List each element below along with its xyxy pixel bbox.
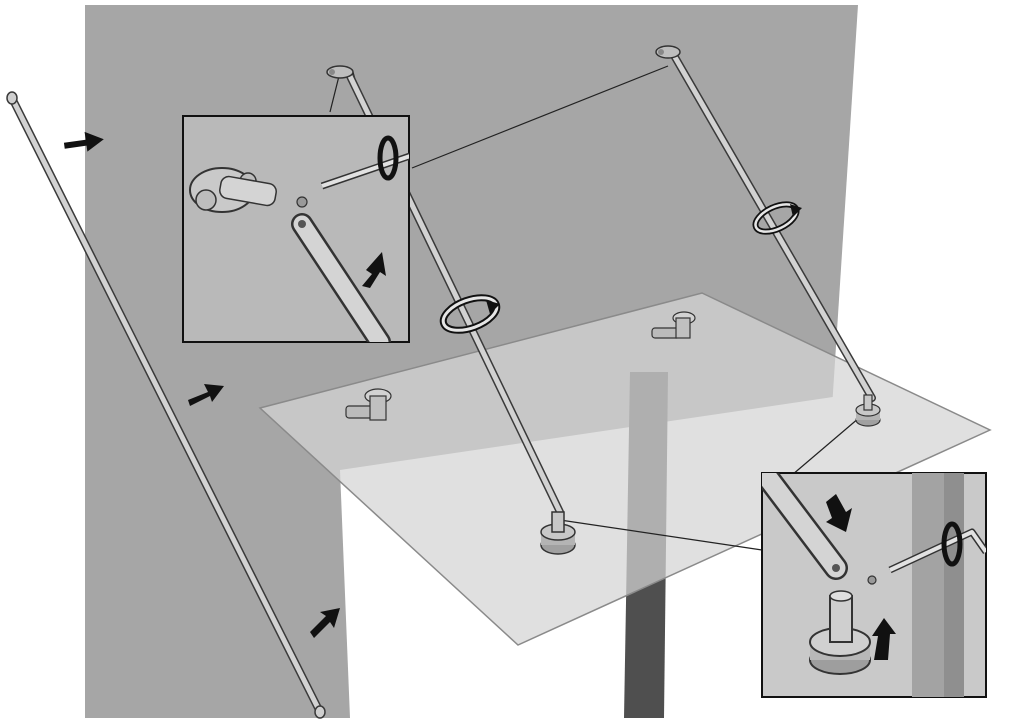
rod-end-top — [6, 91, 18, 105]
rod-end-bottom — [314, 705, 326, 719]
glass-canopy — [258, 292, 992, 646]
glass-clamp-icon — [809, 590, 871, 675]
direction-arrow-icon — [362, 252, 386, 288]
wall-fitting-lower-left — [345, 388, 392, 421]
glass-clamp-center — [540, 511, 576, 555]
wall-bracket-right — [655, 45, 681, 59]
hex-key-icon — [320, 152, 409, 190]
rotation-arrow-icon — [941, 521, 963, 567]
wall-bracket-left — [326, 65, 354, 79]
loose-rod — [6, 91, 326, 719]
wall-fitting-upper-right — [651, 311, 696, 339]
rotation-arrow-icon — [377, 135, 399, 181]
direction-arrow-icon — [872, 618, 896, 660]
inset-wall-bracket-detail — [182, 115, 410, 343]
rotation-arrow-icon — [752, 201, 802, 235]
direction-arrow-icon — [63, 131, 104, 152]
direction-arrow-icon — [826, 494, 852, 532]
direction-arrow-icon — [188, 384, 224, 406]
installed-rod-right — [668, 48, 876, 402]
direction-arrow-icon — [310, 608, 340, 638]
inset-glass-clamp-detail — [761, 472, 987, 698]
glass-clamp-right — [855, 394, 881, 427]
hex-key-icon — [888, 528, 986, 574]
rotation-arrow-icon — [439, 294, 501, 334]
